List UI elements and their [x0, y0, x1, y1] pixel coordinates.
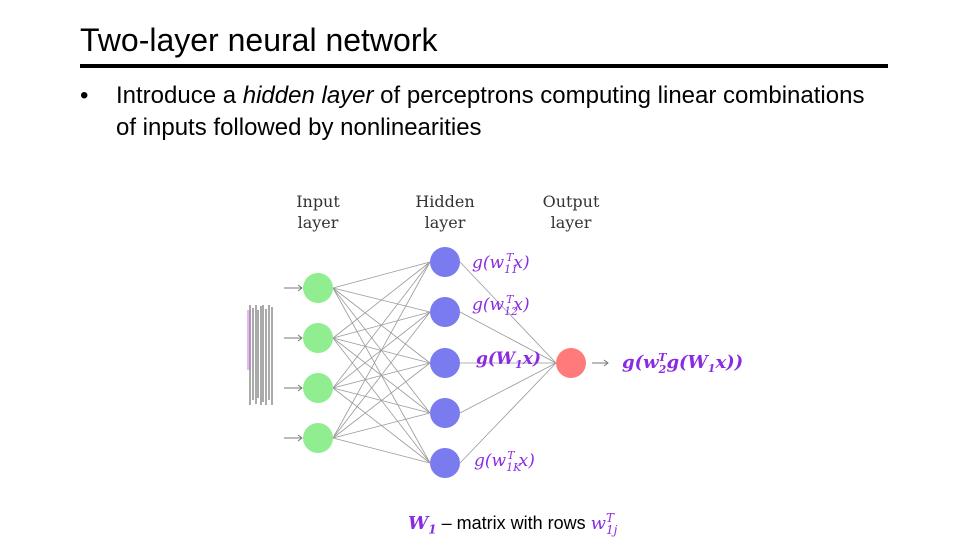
hidden-node	[430, 247, 460, 277]
hidden-node	[430, 448, 460, 478]
title-rule	[80, 64, 888, 68]
network-nodes	[303, 247, 586, 478]
hidden-formula-matrix: g(W1x)	[476, 349, 541, 371]
bullet-emphasis: hidden layer	[242, 82, 374, 109]
matrix-caption: W1 – matrix with rows wT1j	[408, 505, 617, 543]
hidden-formula-2: g(w12Tx)	[472, 293, 530, 318]
slide-title: Two-layer neural network	[80, 22, 438, 58]
input-hidden-edge	[332, 261, 431, 389]
output-layer-label-2: layer	[551, 213, 592, 232]
input-node	[303, 373, 333, 403]
input-hidden-edge	[332, 311, 431, 439]
hidden-node	[430, 348, 460, 378]
input-hidden-edge	[332, 362, 431, 439]
hidden-node	[430, 297, 460, 327]
hidden-node	[430, 398, 460, 428]
input-node	[303, 423, 333, 453]
input-arrows	[284, 284, 303, 442]
input-layer-label-2: layer	[298, 213, 339, 232]
hidden-output-edge	[459, 261, 557, 364]
hidden-output-edge	[459, 362, 557, 414]
hidden-output-edge	[459, 362, 557, 464]
caption-w-row: w	[590, 513, 607, 534]
input-node	[303, 323, 333, 353]
caption-row-sub: 1j	[606, 522, 618, 537]
hidden-layer-label-1: Hidden	[415, 192, 474, 211]
output-arrow	[592, 359, 609, 367]
bullet-prefix: Introduce a	[116, 82, 243, 109]
input-hidden-edge	[332, 412, 431, 439]
output-formula: g(w2Tg(W1x))	[622, 351, 743, 376]
input-node	[303, 273, 333, 303]
hidden-output-edge	[459, 311, 557, 364]
input-hidden-edge	[332, 437, 431, 464]
bullet-text: Introduce a hidden layer of perceptrons …	[116, 80, 876, 144]
output-node	[556, 348, 586, 378]
input-hidden-edge	[332, 261, 431, 339]
caption-w-sub: 1	[428, 522, 437, 537]
caption-w-matrix: W	[408, 513, 429, 534]
hidden-layer-label-2: layer	[425, 213, 466, 232]
output-layer-label-1: Output	[543, 192, 600, 211]
bullet-dot: •	[80, 82, 89, 109]
input-image-strip	[247, 305, 274, 405]
input-hidden-edge	[332, 261, 431, 439]
input-hidden-edge	[332, 261, 431, 289]
caption-transpose: T	[606, 511, 615, 525]
connection-edges	[332, 261, 557, 464]
hidden-formula-1: g(w11Tx)	[472, 251, 530, 276]
input-layer-label-1: Input	[296, 192, 340, 211]
bullet-suffix: of perceptrons computing linear combinat…	[116, 82, 865, 141]
caption-text: – matrix with rows	[436, 513, 591, 533]
